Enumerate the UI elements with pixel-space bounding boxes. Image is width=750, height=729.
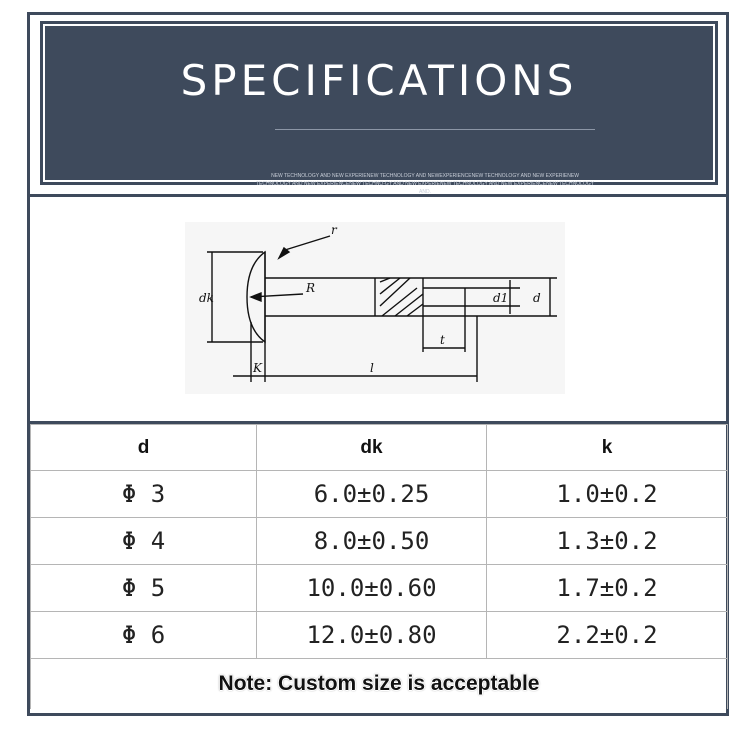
cell-dk: 10.0±0.60 bbox=[256, 564, 487, 612]
banner-rule bbox=[275, 129, 595, 130]
cell-k: 1.7±0.2 bbox=[486, 564, 728, 612]
header-d: d bbox=[30, 424, 257, 471]
label-l: l bbox=[370, 361, 374, 375]
cell-d: Φ 5 bbox=[30, 564, 257, 612]
table-row: Φ 6 12.0±0.80 2.2±0.2 bbox=[30, 611, 728, 659]
rivet-diagram: r R dk d1 d t K l bbox=[185, 222, 565, 394]
cell-d: Φ 6 bbox=[30, 611, 257, 659]
specifications-banner: SPECIFICATIONS NEW TECHNOLOGY AND NEW EX… bbox=[43, 24, 715, 195]
note-row: Note: Custom size is acceptable bbox=[30, 658, 728, 709]
label-dk: dk bbox=[199, 291, 214, 305]
divider-top bbox=[30, 194, 727, 197]
cell-d: Φ 4 bbox=[30, 517, 257, 565]
cell-k: 2.2±0.2 bbox=[486, 611, 728, 659]
banner-subtitle: NEW TECHNOLOGY AND NEW EXPERIENEW TECHNO… bbox=[255, 173, 595, 195]
header-dk: dk bbox=[256, 424, 487, 471]
divider-middle bbox=[30, 421, 727, 424]
label-t: t bbox=[440, 333, 445, 347]
label-r: r bbox=[331, 223, 338, 237]
cell-d: Φ 3 bbox=[30, 470, 257, 518]
cell-k: 1.0±0.2 bbox=[486, 470, 728, 518]
banner-title: SPECIFICATIONS bbox=[180, 56, 578, 105]
label-K: K bbox=[252, 361, 263, 375]
cell-dk: 6.0±0.25 bbox=[256, 470, 487, 518]
cell-dk: 12.0±0.80 bbox=[256, 611, 487, 659]
spec-table: d dk k Φ 3 6.0±0.25 1.0±0.2 Φ 4 8.0±0.50… bbox=[30, 424, 728, 709]
table-row: Φ 3 6.0±0.25 1.0±0.2 bbox=[30, 470, 728, 518]
cell-k: 1.3±0.2 bbox=[486, 517, 728, 565]
custom-size-note: Note: Custom size is acceptable bbox=[218, 672, 540, 695]
label-d1: d1 bbox=[493, 291, 508, 305]
table-row: Φ 4 8.0±0.50 1.3±0.2 bbox=[30, 517, 728, 565]
header-k: k bbox=[486, 424, 728, 471]
rivet-drawing: r R dk d1 d t K l bbox=[199, 223, 557, 382]
label-R: R bbox=[305, 281, 315, 295]
header-row: d dk k bbox=[30, 424, 728, 471]
label-d: d bbox=[533, 291, 541, 305]
cell-dk: 8.0±0.50 bbox=[256, 517, 487, 565]
note-cell: Note: Custom size is acceptable bbox=[30, 658, 728, 709]
table-row: Φ 5 10.0±0.60 1.7±0.2 bbox=[30, 564, 728, 612]
